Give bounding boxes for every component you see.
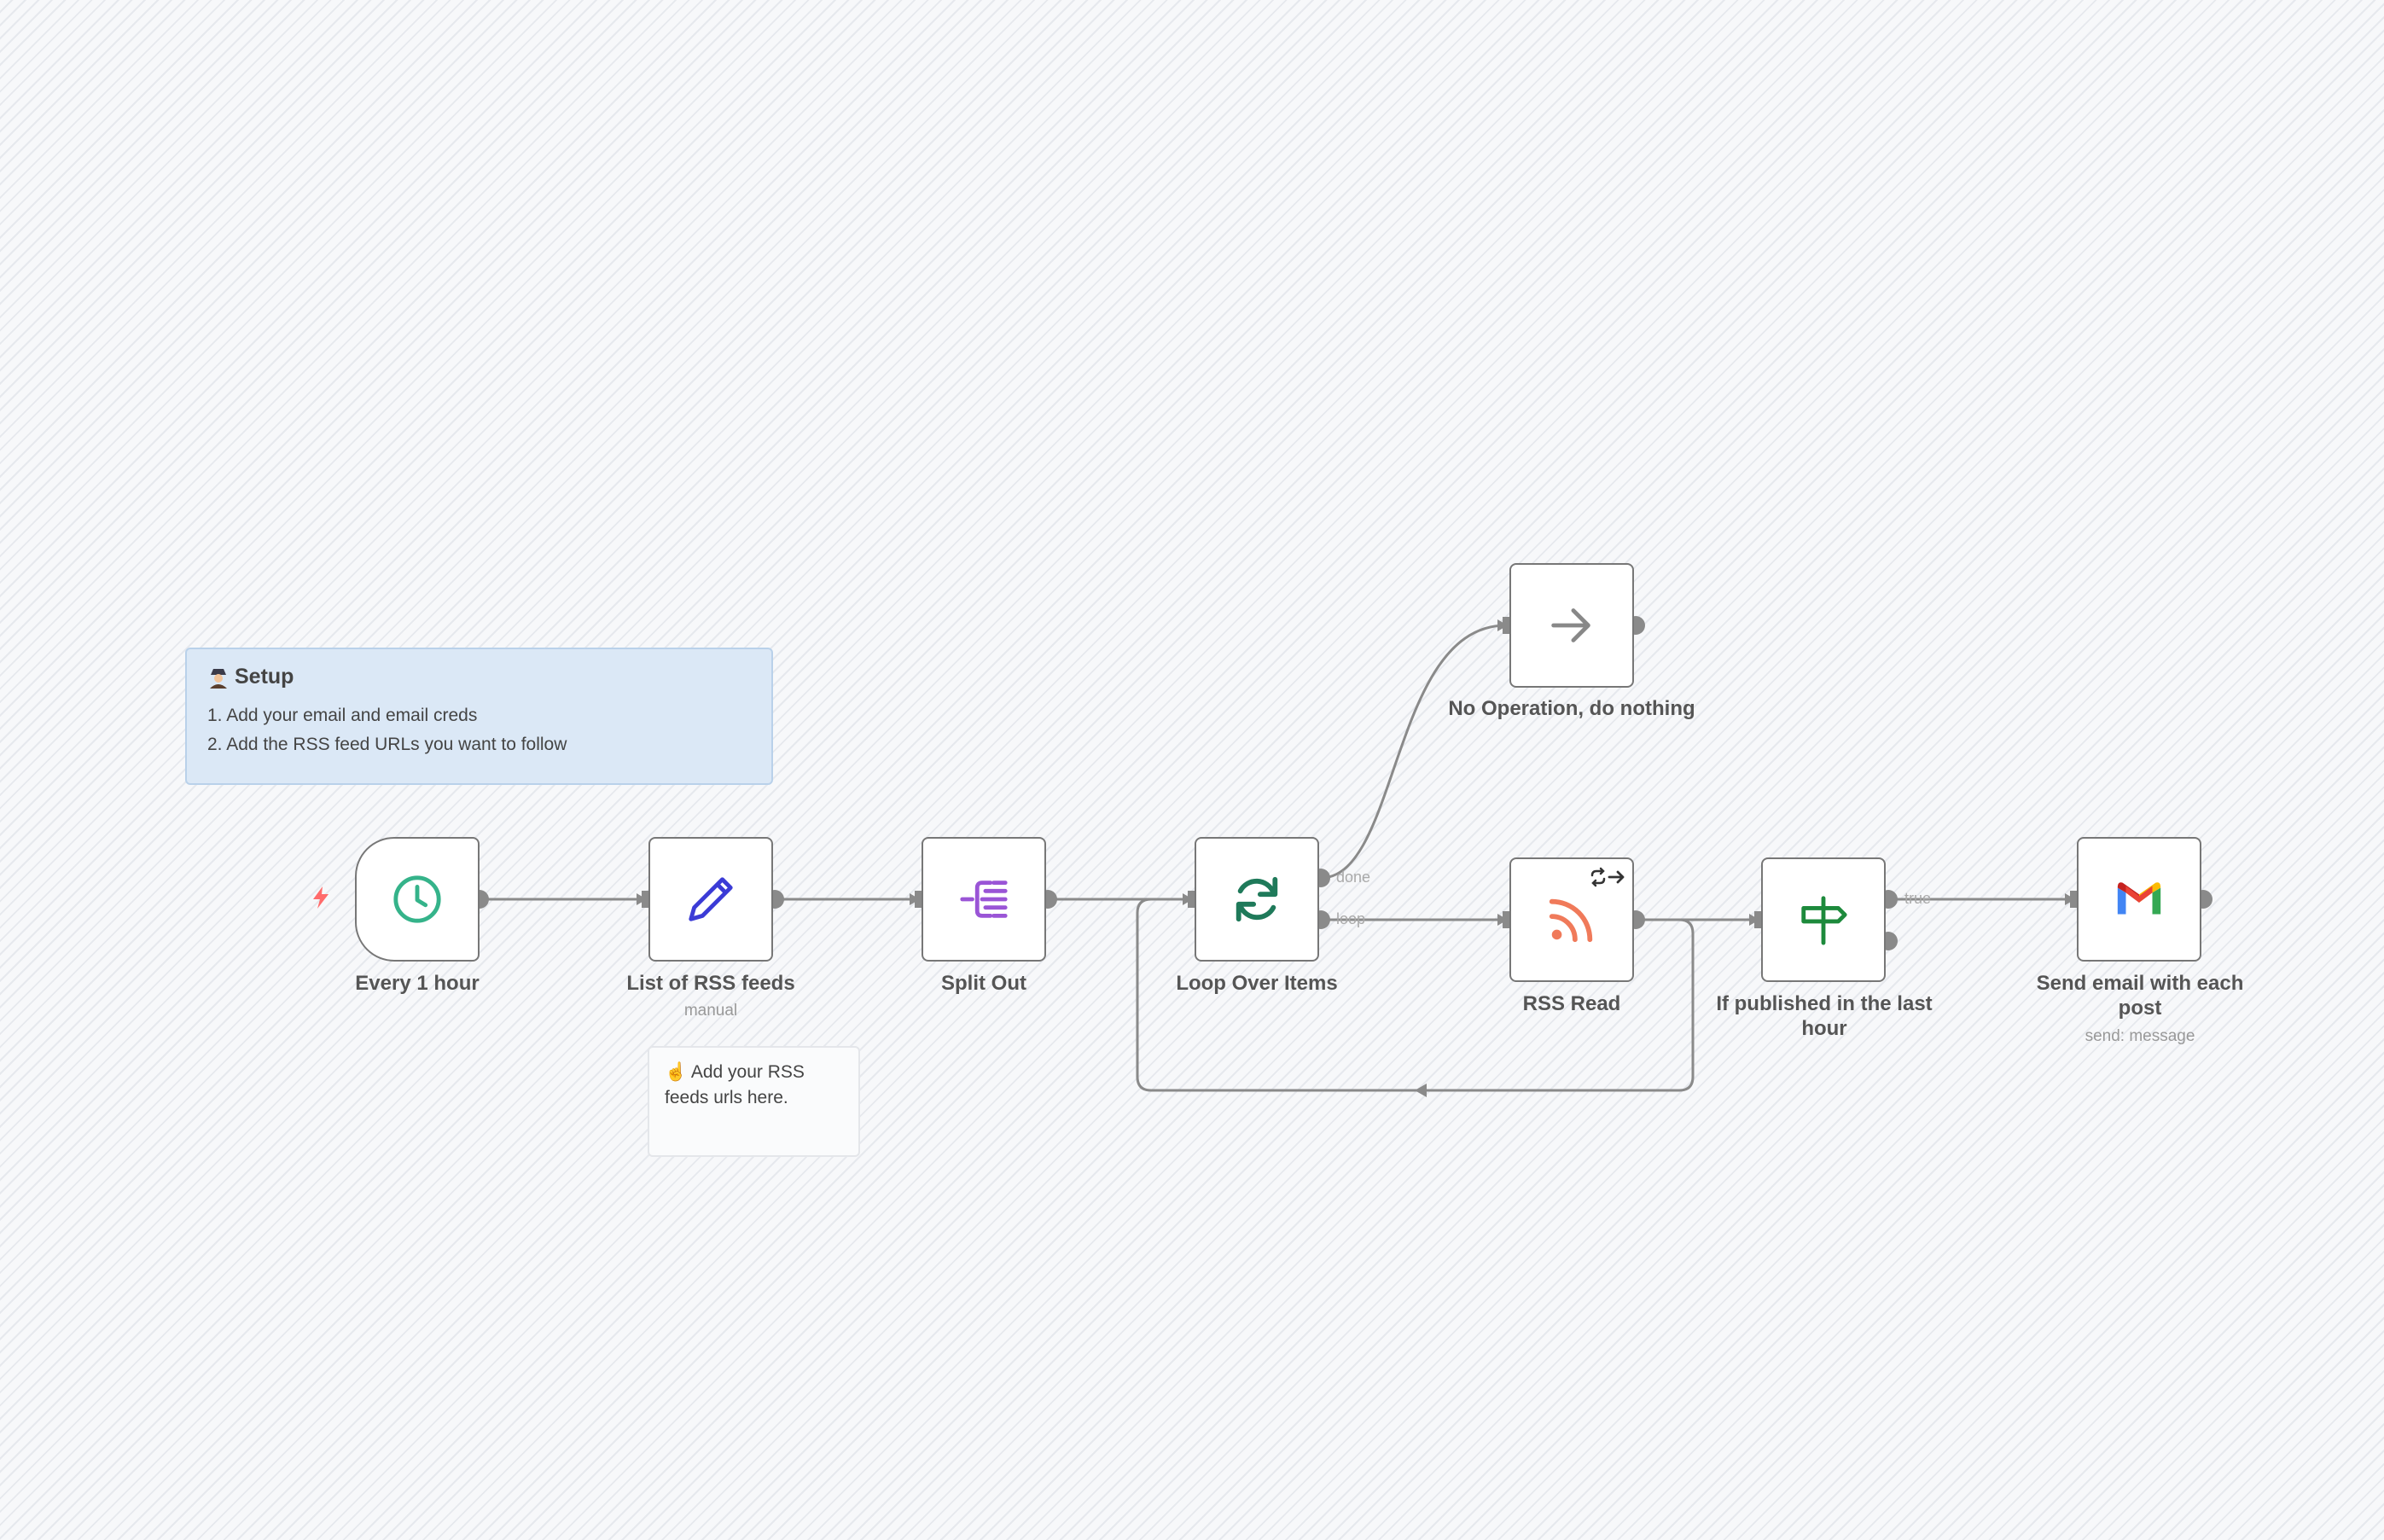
port-label-true: true bbox=[1904, 890, 1932, 907]
node-label-send-email: Send email with each post bbox=[2036, 972, 2244, 1020]
node-loop-over-items[interactable] bbox=[1195, 837, 1319, 962]
signpost-icon bbox=[1801, 896, 1847, 945]
node-no-operation[interactable] bbox=[1509, 563, 1634, 688]
execute-once-icon bbox=[1590, 867, 1625, 887]
node-label-if-published: If published in the last hour bbox=[1716, 992, 1933, 1040]
trigger-bolt-icon bbox=[313, 886, 329, 909]
arrow-right-icon bbox=[1551, 608, 1590, 642]
rss-hint-sticky-note[interactable]: ☝ Add your RSS feeds urls here. bbox=[648, 1046, 860, 1157]
rss-hint-text: Add your RSS feeds urls here. bbox=[665, 1062, 805, 1107]
edge-loop-back-arrow bbox=[1415, 1084, 1427, 1097]
node-if-published[interactable] bbox=[1761, 857, 1886, 982]
node-list-of-rss-feeds[interactable] bbox=[648, 837, 773, 962]
edge-loop-done-to-noop[interactable] bbox=[1320, 619, 1508, 880]
node-every-1-hour[interactable] bbox=[355, 837, 480, 962]
setup-title: Setup bbox=[235, 665, 294, 689]
rss-icon bbox=[1549, 898, 1593, 943]
node-label-split-out: Split Out bbox=[941, 972, 1026, 995]
node-label-no-operation: No Operation, do nothing bbox=[1448, 697, 1695, 720]
node-send-email[interactable] bbox=[2077, 837, 2201, 962]
port-label-done: done bbox=[1336, 869, 1371, 886]
gmail-icon bbox=[2117, 882, 2161, 915]
node-subtitle-send-email: send: message bbox=[2085, 1027, 2195, 1045]
node-split-out[interactable] bbox=[922, 837, 1046, 962]
node-subtitle-list-of-rss-feeds: manual bbox=[683, 1002, 738, 1020]
setup-line-1: 1. Add your email and email creds bbox=[207, 706, 478, 725]
pencil-icon bbox=[689, 877, 733, 921]
node-label-loop-over-items: Loop Over Items bbox=[1176, 972, 1338, 995]
split-icon bbox=[960, 880, 1008, 918]
node-label-rss-read: RSS Read bbox=[1522, 992, 1621, 1015]
node-label-list-of-rss-feeds: List of RSS feeds bbox=[626, 972, 795, 995]
detective-icon bbox=[210, 668, 227, 689]
port-label-loop: loop bbox=[1336, 910, 1366, 927]
clock-icon bbox=[393, 875, 441, 923]
setup-sticky-note[interactable]: Setup 1. Add your email and email creds … bbox=[185, 648, 773, 785]
refresh-icon bbox=[1236, 876, 1278, 922]
node-label-every-1-hour: Every 1 hour bbox=[355, 972, 480, 995]
setup-line-2: 2. Add the RSS feed URLs you want to fol… bbox=[207, 735, 567, 754]
pointing-up-hand-icon: ☝ bbox=[665, 1062, 688, 1082]
